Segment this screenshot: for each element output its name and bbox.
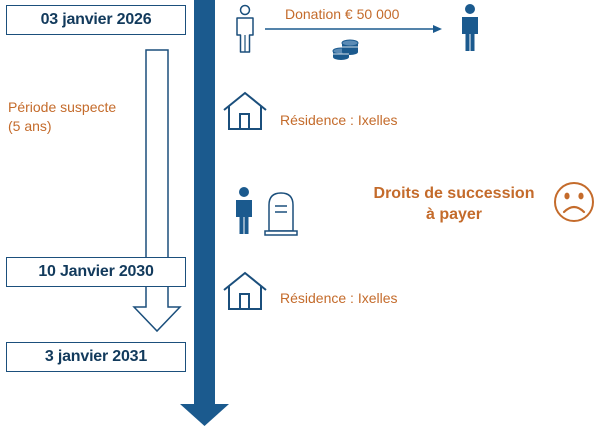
suspect-period-line2: (5 ans) [8,118,52,134]
suspect-period-line1: Période suspecte [8,99,117,115]
person-outline-icon [236,4,254,53]
inheritance-tax-line1: Droits de succession [373,185,535,202]
middle-date-box: 10 Janvier 2030 [6,257,186,287]
tombstone-icon [264,192,298,236]
suspect-period-label: Période suspecte (5 ans) [8,98,116,136]
house-icon [223,271,267,310]
end-date-box: 3 janvier 2031 [6,342,186,372]
person-filled-icon [462,4,478,51]
coins-icon [332,39,359,60]
inheritance-tax-line2: à payer [425,206,483,223]
person-filled-icon [236,187,252,234]
inheritance-tax-label: Droits de succession à payer [364,183,544,225]
donation-label: Donation € 50 000 [285,6,400,22]
start-date-label: 03 janvier 2026 [40,11,152,28]
sad-face-icon [554,182,594,222]
residence-label-2: Résidence : Ixelles [280,290,398,306]
residence-label-1: Résidence : Ixelles [280,112,398,128]
end-date-label: 3 janvier 2031 [44,348,148,365]
start-date-box: 03 janvier 2026 [6,5,186,35]
middle-date-label: 10 Janvier 2030 [38,263,154,280]
house-icon [223,91,267,130]
